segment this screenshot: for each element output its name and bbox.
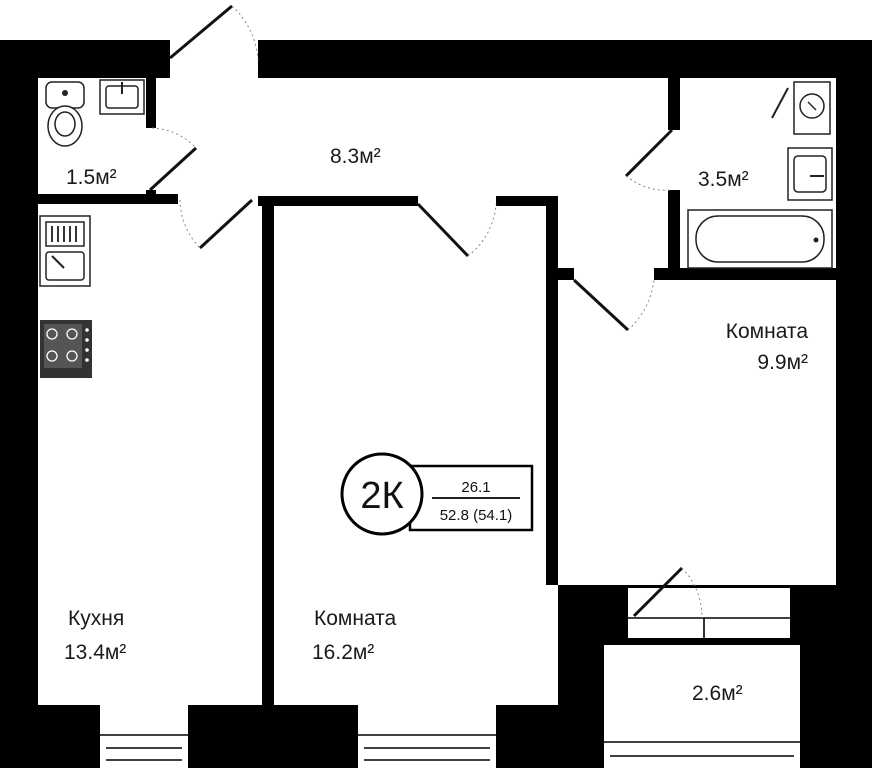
balcony-area: [604, 588, 800, 768]
doors: [148, 4, 703, 619]
wc-area: 1.5м²: [66, 166, 117, 189]
living-area-value: 26.1: [461, 479, 490, 496]
bathtub-icon: [687, 209, 833, 269]
apartment-badge: 2К 26.1 52.8 (54.1): [340, 452, 534, 536]
kitchen-name: Кухня: [68, 607, 124, 630]
sink-icon: [99, 79, 145, 115]
hall-area: 8.3м²: [330, 145, 381, 168]
bath-sink-icon: [787, 147, 833, 201]
bath-area: 3.5м²: [698, 168, 749, 191]
room-large-area: 16.2м²: [312, 641, 374, 664]
total-area-value: 52.8 (54.1): [440, 507, 513, 524]
room-small-name: Комната: [726, 320, 809, 343]
walls: [0, 40, 872, 768]
washing-machine-icon: [771, 81, 831, 135]
room-small-area: 9.9м²: [757, 351, 808, 374]
apartment-type: 2К: [360, 475, 403, 517]
stove-icon: [40, 320, 92, 378]
door-icon: [169, 4, 233, 60]
toilet-icon: [45, 81, 85, 147]
windows: [100, 705, 496, 768]
balcony-area-label: 2.6м²: [692, 682, 743, 705]
kitchen-sink-icon: [39, 215, 91, 287]
kitchen-area: 13.4м²: [64, 641, 126, 664]
room-large-name: Комната: [314, 607, 397, 630]
